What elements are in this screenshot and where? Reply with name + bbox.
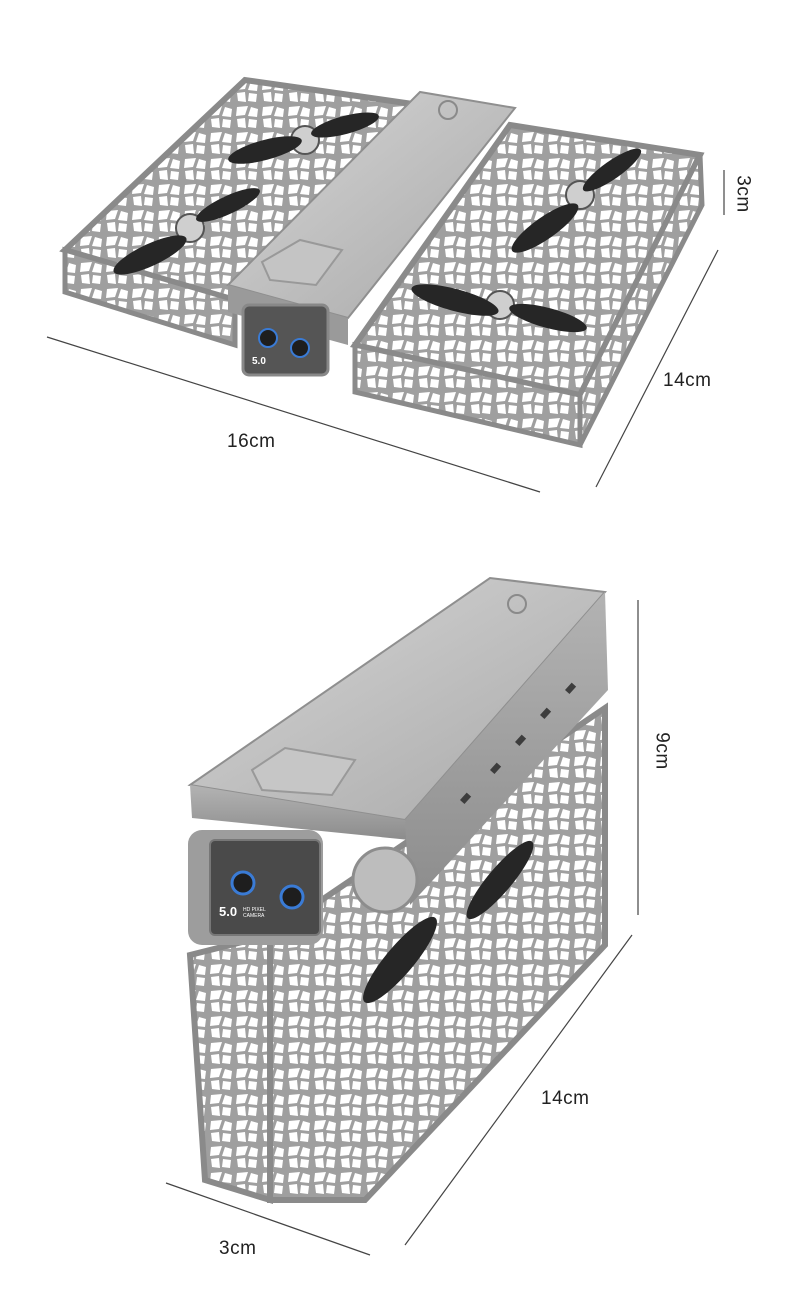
propeller-icon (228, 112, 379, 164)
height-label-upright: 9cm (651, 732, 673, 770)
camera-badge-top: 5.0 (252, 356, 266, 367)
propeller-icon (411, 284, 587, 333)
camera-badge-sub1: HD PIXEL (243, 907, 266, 913)
camera-lens-icon (290, 338, 310, 358)
camera-module: 5.0 HD PIXEL CAMERA (188, 830, 323, 945)
camera-lens-icon (230, 870, 256, 896)
camera-badge: 5.0 (219, 904, 237, 919)
left-cage-side (62, 246, 238, 349)
propeller-icon (511, 148, 642, 253)
depth-label: 14cm (663, 370, 712, 391)
propeller-icon (363, 840, 534, 1004)
power-button-icon (507, 594, 527, 614)
dimension-lines-bottom (165, 600, 639, 1256)
camera-lens-icon (258, 328, 278, 348)
camera-lens-icon (279, 884, 305, 910)
drone-flat-view (59, 76, 705, 449)
drone-upright-view: 5.0 HD PIXEL CAMERA (186, 576, 608, 1205)
propeller-icon (113, 188, 260, 275)
camera-module (241, 303, 330, 377)
height-label: 3cm (732, 175, 754, 213)
camera-badge-sub2: CAMERA (243, 913, 265, 919)
thickness-label-upright: 3cm (219, 1238, 257, 1259)
width-label: 16cm (227, 431, 276, 452)
front-cage (186, 931, 273, 1205)
dimension-lines-top (46, 170, 725, 493)
power-button-icon (438, 100, 458, 120)
depth-label-upright: 14cm (541, 1088, 590, 1109)
